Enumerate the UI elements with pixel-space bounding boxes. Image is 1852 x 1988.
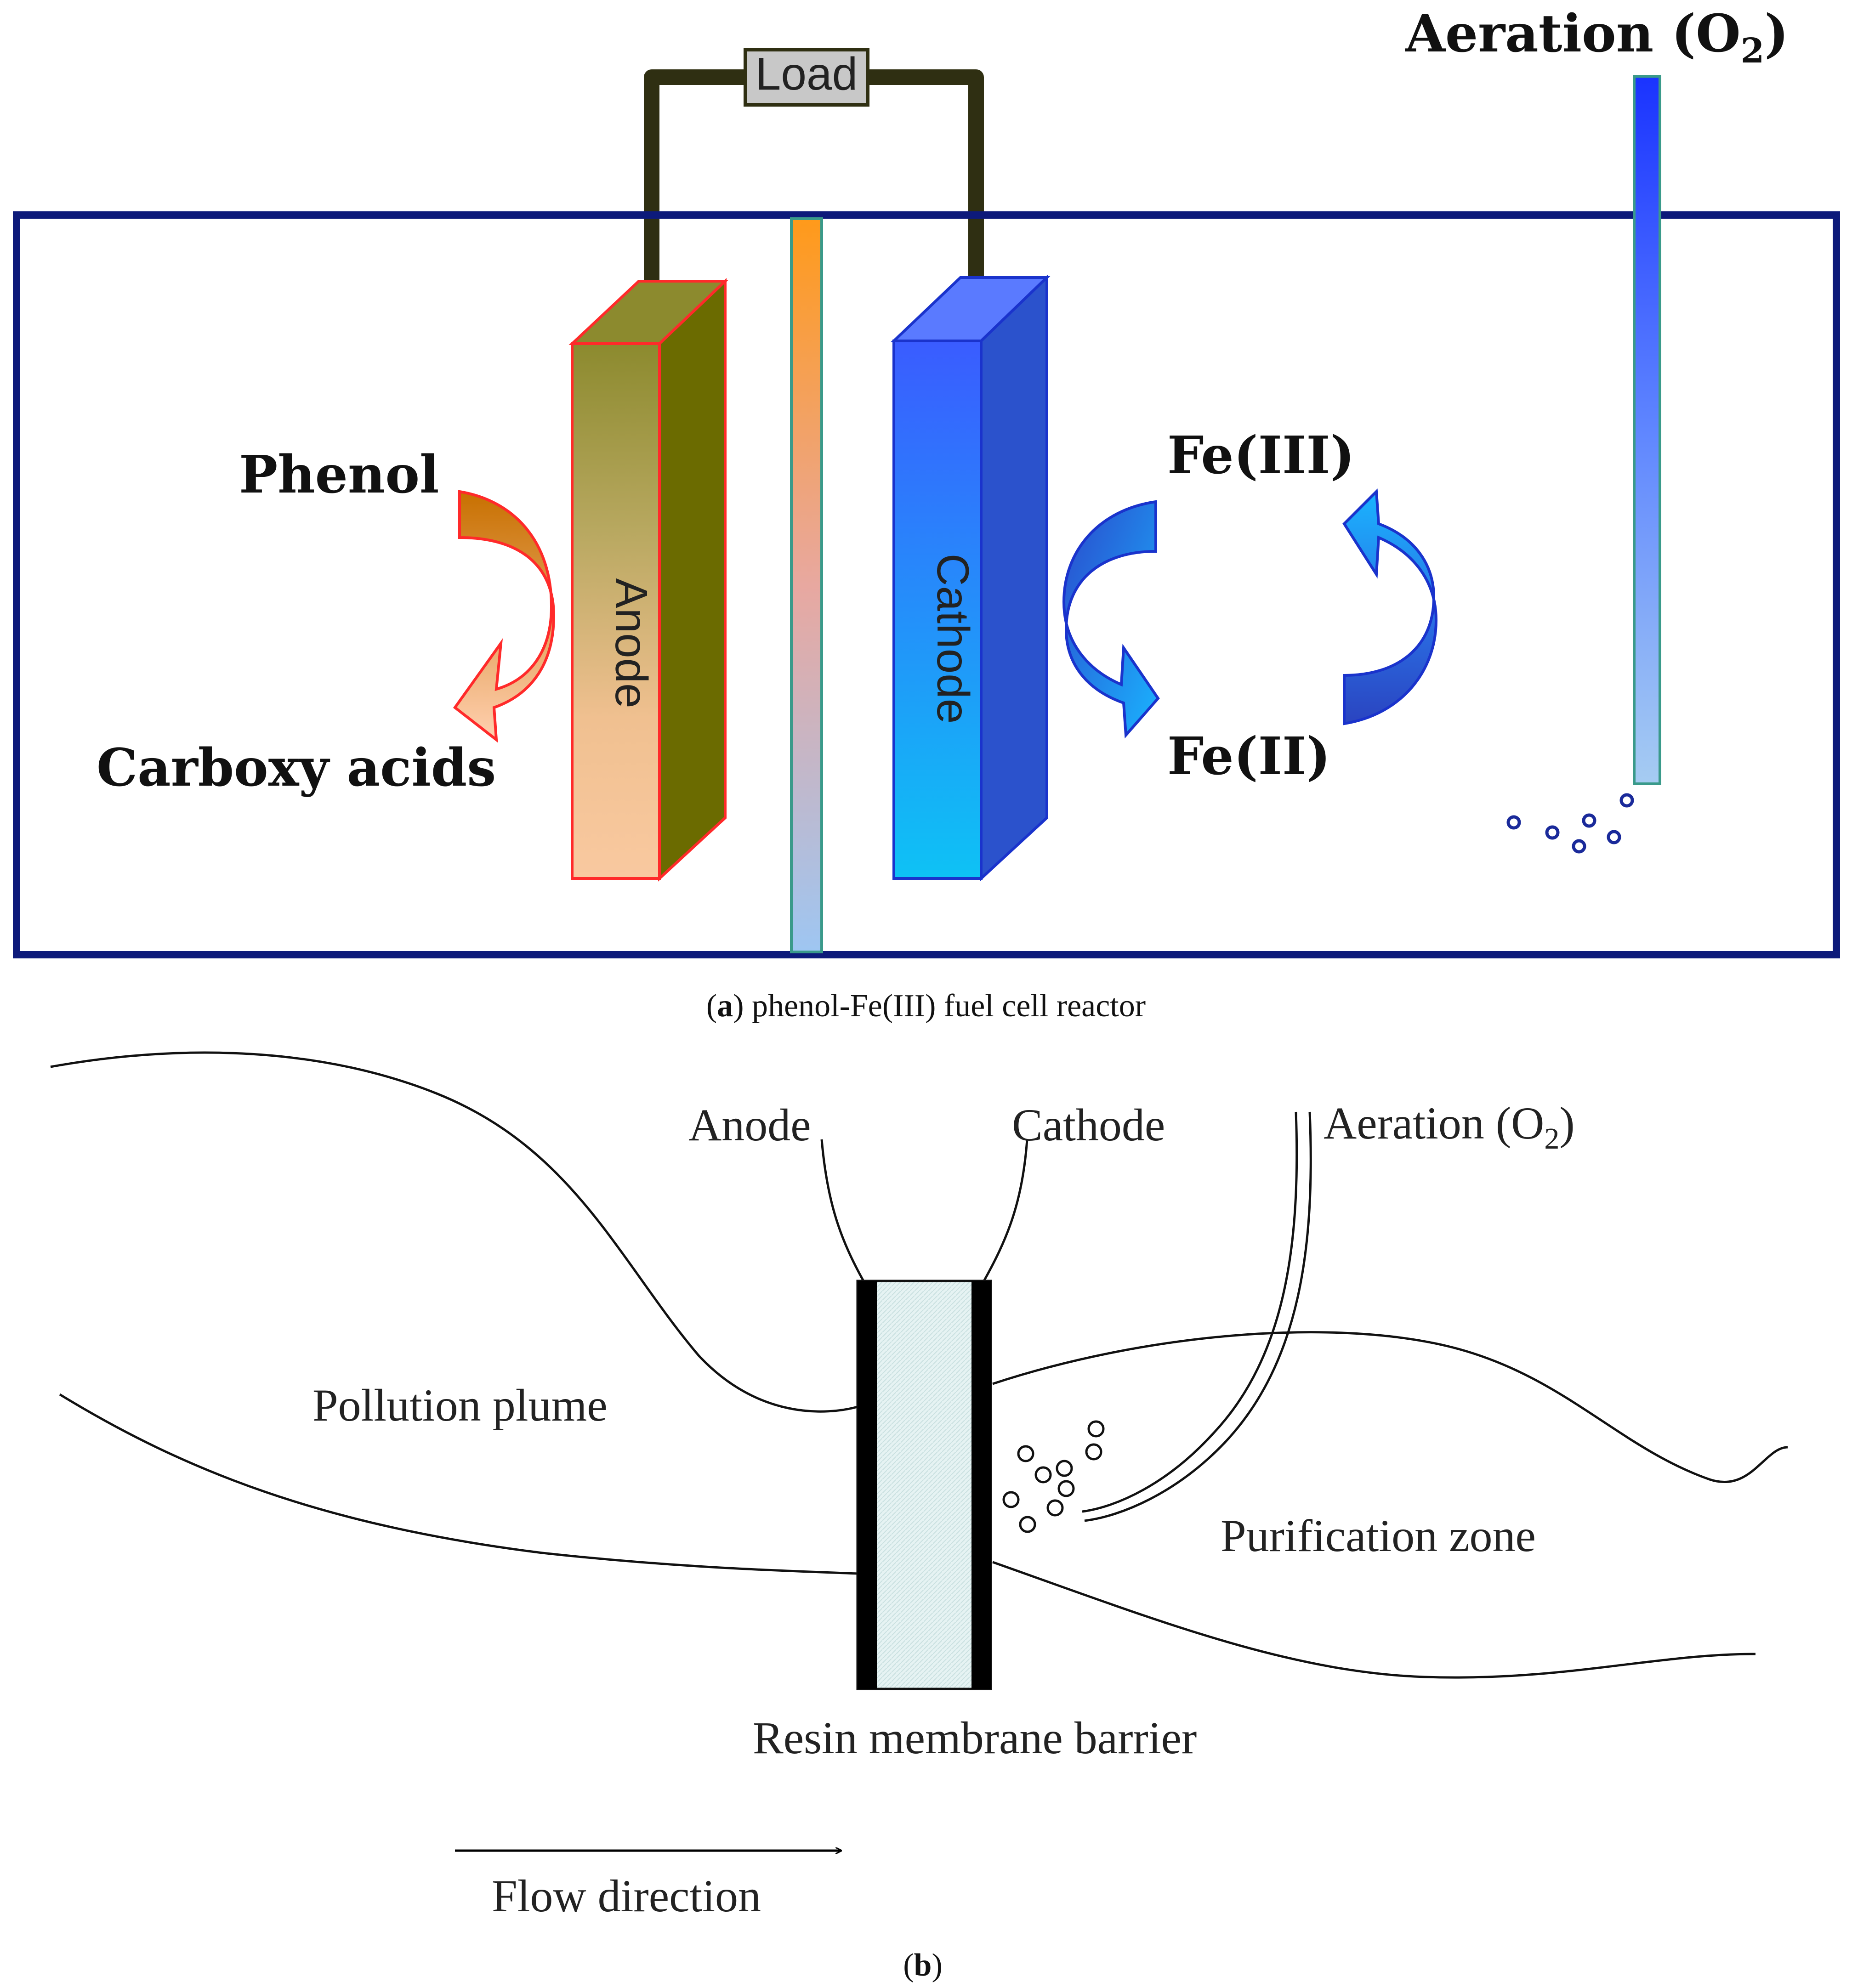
purification-lower-boundary	[992, 1561, 1756, 1679]
plume-lower-boundary	[59, 1393, 858, 1575]
phenol-label: Phenol	[239, 445, 439, 505]
phenol-to-carboxy-arrow	[453, 490, 556, 743]
caption-b: (b)	[903, 1948, 943, 1983]
pollution-plume-label: Pollution plume	[312, 1380, 608, 1431]
flow-direction-label: Flow direction	[492, 1870, 761, 1921]
anode-lead	[820, 1139, 865, 1283]
cathode-electrode: Cathode	[890, 274, 1051, 882]
fe3-to-fe2-arrow	[1062, 500, 1160, 739]
carboxy-acids-label: Carboxy acids	[97, 738, 496, 798]
anode-electrode: Anode	[568, 278, 729, 882]
panel-b-aeration-label: Aeration (O2)	[1324, 1098, 1575, 1155]
purification-zone-label: Purification zone	[1221, 1510, 1536, 1561]
cathode-label: Cathode	[928, 554, 978, 724]
aeration-pipe-inner	[1084, 1111, 1312, 1522]
barrier-label: Resin membrane barrier	[753, 1712, 1197, 1763]
fe2-to-fe3-arrow	[1342, 488, 1438, 725]
membrane-separator	[790, 217, 823, 953]
resin-membrane-barrier	[856, 1280, 992, 1690]
aeration-tube	[1633, 75, 1661, 785]
caption-a: (a) phenol-Fe(III) fuel cell reactor	[706, 988, 1146, 1024]
panel-b: Anode Cathode Aeration (O2) Pollution pl…	[50, 1051, 1788, 1983]
reactor-tank	[13, 211, 1840, 958]
aeration-label: Aeration (O2)	[1405, 4, 1789, 71]
panel-a: Load Anode Cathode Aeration (O2)	[13, 4, 1840, 1024]
load-box	[744, 48, 869, 107]
purification-upper-boundary	[992, 1331, 1788, 1484]
fe2-label: Fe(II)	[1167, 726, 1330, 787]
fe3-label: Fe(III)	[1167, 425, 1355, 486]
anode-label: Anode	[606, 578, 657, 708]
aeration-bubbles	[1002, 1420, 1105, 1533]
air-bubbles	[1506, 793, 1634, 854]
plume-upper-boundary	[50, 1051, 858, 1413]
load-label: Load	[756, 48, 858, 100]
cathode-lead	[982, 1139, 1028, 1283]
aeration-pipe-outer	[1082, 1111, 1298, 1513]
panel-b-cathode-label: Cathode	[1012, 1099, 1165, 1150]
panel-b-anode-label: Anode	[688, 1099, 811, 1150]
